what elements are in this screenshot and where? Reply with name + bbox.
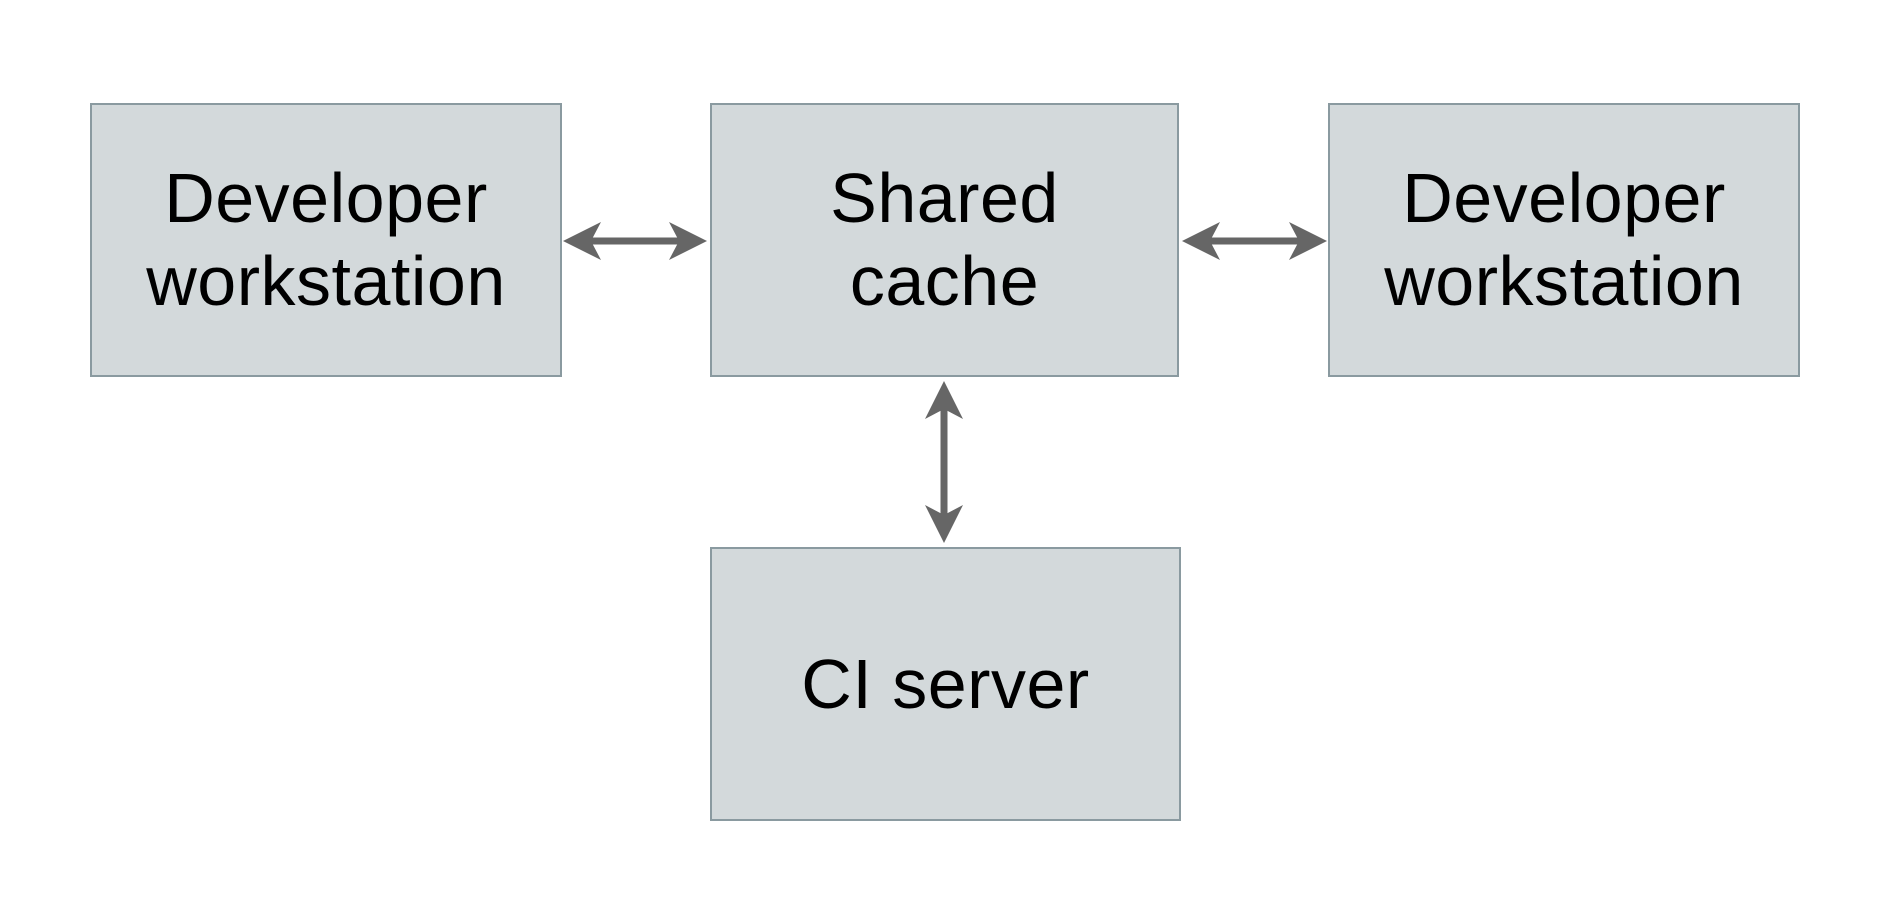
node-label-developer-workstation-right: Developer workstation bbox=[1384, 159, 1744, 320]
node-shared-cache: Shared cache bbox=[710, 103, 1179, 377]
node-label-shared-cache: Shared cache bbox=[830, 159, 1059, 320]
bidirectional-arrow-cache-devright bbox=[1182, 222, 1327, 260]
node-label-ci-server: CI server bbox=[801, 644, 1090, 723]
node-developer-workstation-right: Developer workstation bbox=[1328, 103, 1800, 377]
bidirectional-arrow-devleft-cache bbox=[563, 222, 707, 260]
node-ci-server: CI server bbox=[710, 547, 1181, 821]
node-label-developer-workstation-left: Developer workstation bbox=[146, 159, 506, 320]
node-developer-workstation-left: Developer workstation bbox=[90, 103, 562, 377]
bidirectional-arrow-cache-ciserver bbox=[925, 381, 963, 543]
